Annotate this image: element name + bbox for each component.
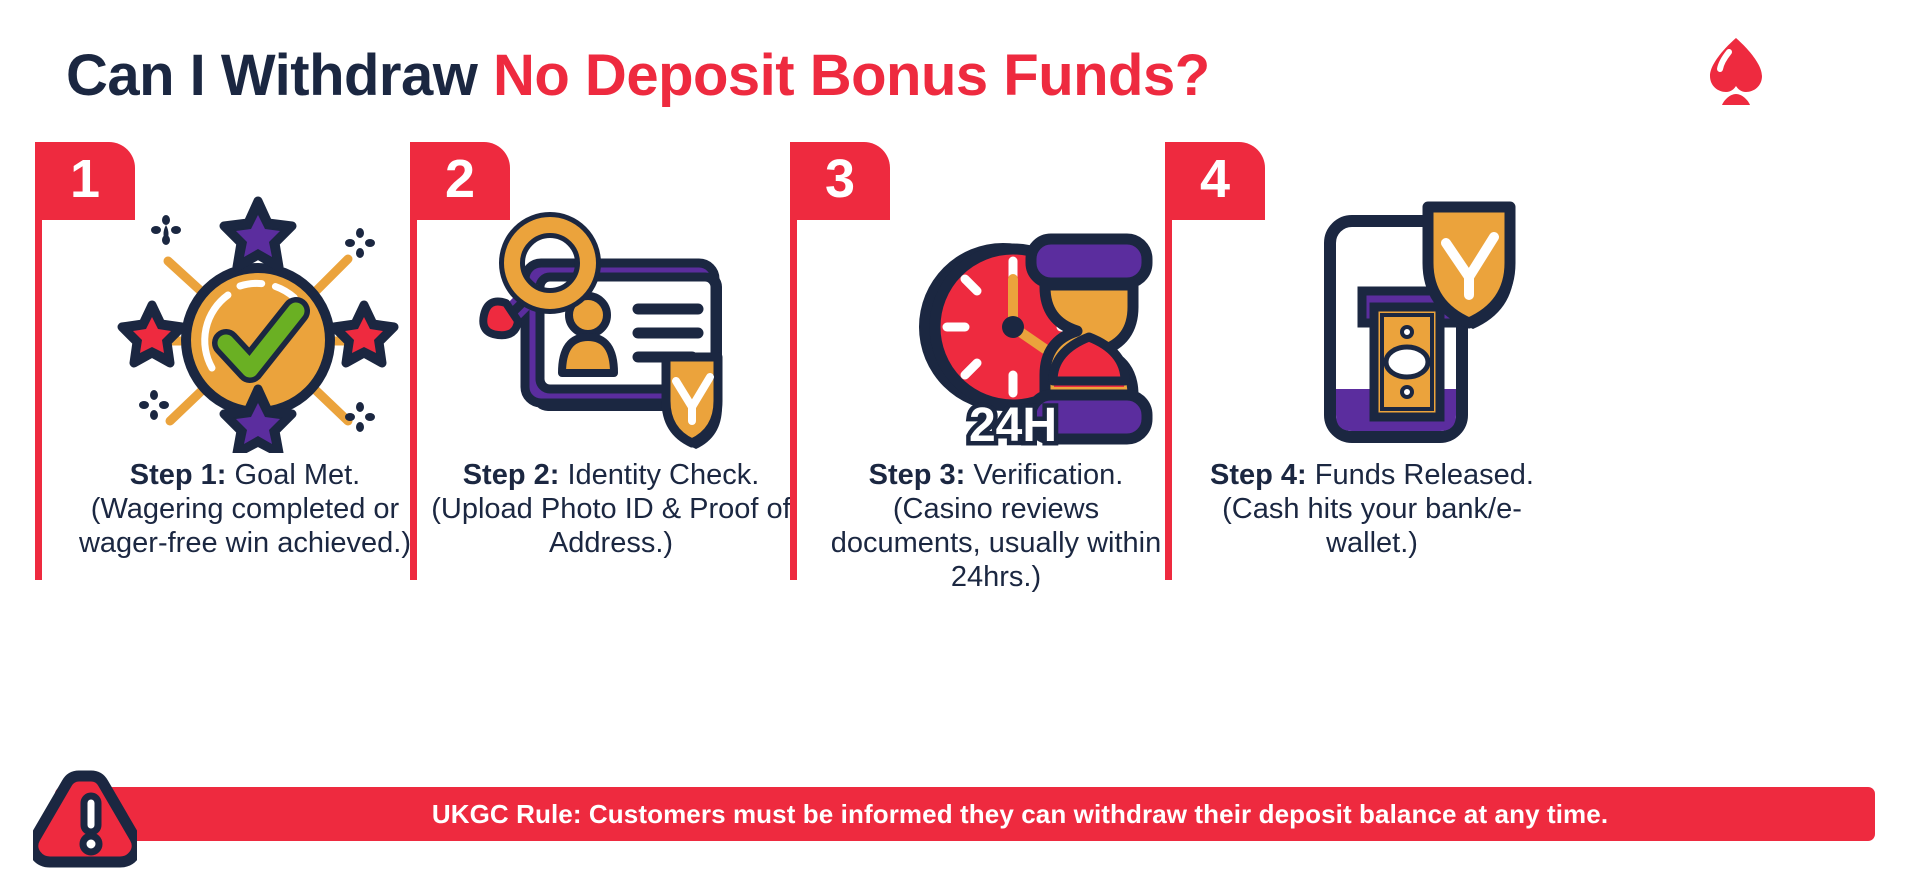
- page-title: Can I Withdraw No Deposit Bonus Funds?: [66, 42, 1210, 109]
- coin-checkmark-icon: [93, 188, 423, 458]
- ukgc-rule-text: UKGC Rule: Customers must be informed th…: [431, 798, 1609, 829]
- step-2-number: 2: [444, 149, 476, 209]
- footer-banner: UKGC Rule: Customers must be informed th…: [0, 768, 1920, 892]
- step-3-label: Step 3:: [868, 459, 966, 491]
- step-4-label: Step 4:: [1210, 459, 1307, 491]
- header: Can I Withdraw No Deposit Bonus Funds?: [0, 0, 1920, 140]
- step-4-number-flag: 4: [1165, 142, 1265, 220]
- step-1-label: Step 1:: [129, 459, 227, 491]
- step-2-text: Identity Check. (Upload Photo ID & Proof…: [431, 459, 791, 559]
- ukgc-rule-bar: UKGC Rule: Customers must be informed th…: [55, 787, 1875, 841]
- step-2-number-flag: 2: [410, 142, 510, 220]
- step-1-text: Goal Met. (Wagering completed or wager-f…: [78, 459, 412, 559]
- step-4-text: Funds Released. (Cash hits your bank/e-w…: [1222, 459, 1534, 559]
- step-4-number: 4: [1199, 149, 1231, 209]
- flag-pole: [35, 142, 42, 580]
- step-3: 3: [790, 140, 1190, 760]
- step-1-number-flag: 1: [35, 142, 135, 220]
- flag-pole: [790, 142, 797, 580]
- step-2: 2: [410, 140, 810, 760]
- step-4: 4: [1165, 140, 1565, 760]
- flag-pole: [1165, 142, 1172, 580]
- hourglass-24h-badge: 24H: [969, 399, 1057, 452]
- flag-pole: [410, 142, 417, 580]
- id-card-magnifier-icon: [455, 200, 785, 470]
- spade-logo-icon: [1700, 32, 1772, 112]
- step-2-label: Step 2:: [462, 459, 560, 491]
- step-4-caption: Step 4: Funds Released. (Cash hits your …: [1191, 458, 1553, 560]
- step-3-number: 3: [824, 149, 856, 209]
- clock-hourglass-24h-icon: 24H: [860, 200, 1190, 470]
- warning-triangle-icon: [27, 770, 143, 868]
- step-3-number-flag: 3: [790, 142, 890, 220]
- steps-row: 1: [0, 140, 1920, 760]
- step-2-caption: Step 2: Identity Check. (Upload Photo ID…: [430, 458, 792, 560]
- step-1-number: 1: [69, 149, 101, 209]
- step-1-caption: Step 1: Goal Met. (Wagering completed or…: [69, 458, 421, 560]
- step-1: 1: [35, 140, 435, 760]
- page-title-dark: Can I Withdraw: [66, 43, 493, 108]
- phone-cash-shield-icon: [1250, 185, 1580, 455]
- step-3-caption: Step 3: Verification. (Casino reviews do…: [816, 458, 1176, 594]
- page-title-red: No Deposit Bonus Funds?: [493, 43, 1210, 108]
- step-3-text: Verification. (Casino reviews documents,…: [830, 459, 1162, 593]
